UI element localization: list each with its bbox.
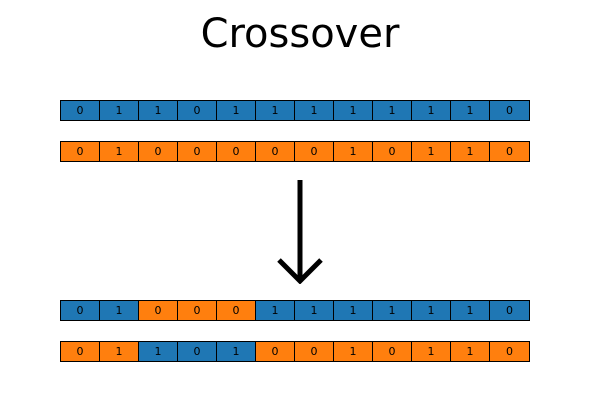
- gene-cell: 0: [60, 300, 100, 321]
- gene-cell: 1: [411, 100, 451, 121]
- gene-cell: 1: [333, 300, 373, 321]
- gene-cell: 1: [294, 300, 334, 321]
- gene-cell: 1: [255, 100, 295, 121]
- gene-cell: 0: [489, 300, 530, 321]
- gene-cell: 0: [177, 141, 217, 162]
- gene-cell: 0: [372, 341, 412, 362]
- gene-cell: 1: [333, 341, 373, 362]
- gene-cell: 1: [294, 100, 334, 121]
- gene-cell: 1: [450, 100, 490, 121]
- gene-cell: 1: [216, 100, 256, 121]
- diagram-title: Crossover: [200, 11, 400, 57]
- gene-cell: 0: [60, 100, 100, 121]
- gene-cell: 1: [372, 300, 412, 321]
- gene-cell: 0: [489, 141, 530, 162]
- gene-cell: 0: [138, 141, 178, 162]
- gene-cell: 1: [99, 341, 139, 362]
- gene-cell: 0: [60, 141, 100, 162]
- gene-cell: 0: [60, 341, 100, 362]
- gene-cell: 0: [255, 141, 295, 162]
- gene-cell: 1: [99, 141, 139, 162]
- gene-cell: 1: [450, 341, 490, 362]
- down-arrow-icon: [277, 180, 323, 284]
- gene-cell: 1: [333, 100, 373, 121]
- gene-cell: 0: [177, 300, 217, 321]
- gene-cell: 0: [372, 141, 412, 162]
- gene-cell: 1: [411, 341, 451, 362]
- gene-cell: 0: [177, 100, 217, 121]
- gene-cell: 1: [216, 341, 256, 362]
- gene-cell: 0: [294, 341, 334, 362]
- gene-cell: 1: [138, 100, 178, 121]
- gene-cell: 0: [216, 300, 256, 321]
- gene-cell: 0: [489, 341, 530, 362]
- gene-cell: 0: [294, 141, 334, 162]
- gene-cell: 1: [372, 100, 412, 121]
- gene-cell: 0: [489, 100, 530, 121]
- gene-cell: 1: [255, 300, 295, 321]
- gene-cell: 1: [411, 141, 451, 162]
- gene-cell: 1: [99, 100, 139, 121]
- gene-cell: 1: [138, 341, 178, 362]
- gene-cell: 1: [99, 300, 139, 321]
- gene-cell: 1: [450, 141, 490, 162]
- gene-cell: 0: [216, 141, 256, 162]
- gene-cell: 1: [333, 141, 373, 162]
- gene-cell: 0: [177, 341, 217, 362]
- gene-cell: 1: [411, 300, 451, 321]
- gene-cell: 0: [138, 300, 178, 321]
- gene-cell: 0: [255, 341, 295, 362]
- gene-cell: 1: [450, 300, 490, 321]
